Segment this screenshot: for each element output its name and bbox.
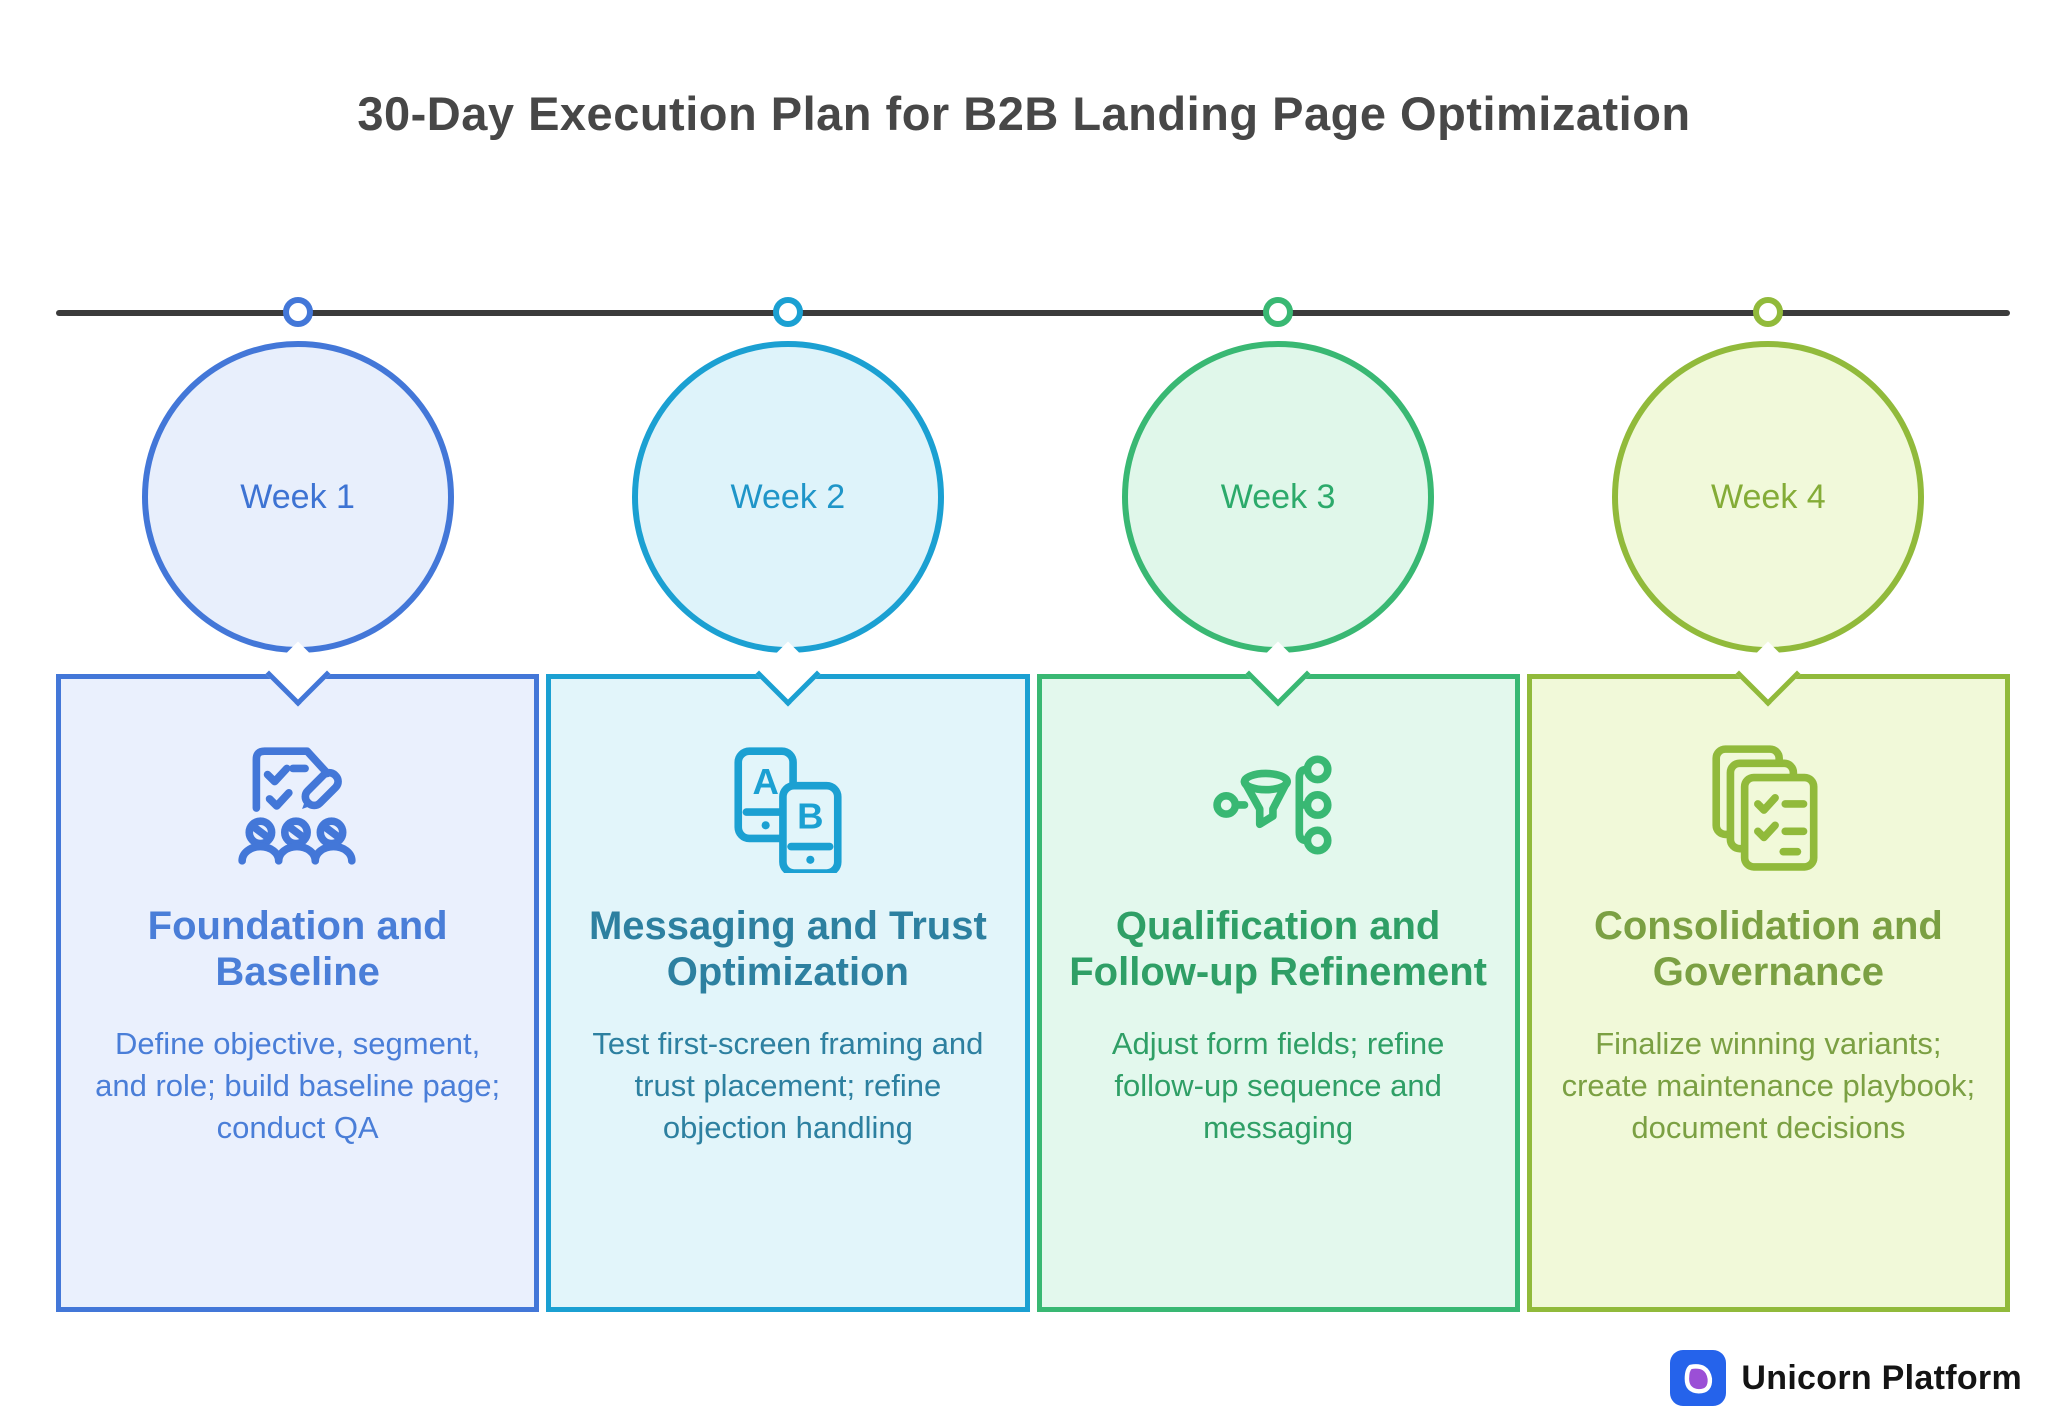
timeline-node-3 bbox=[1263, 297, 1294, 327]
stacked-checklists-icon bbox=[1702, 741, 1834, 873]
card-title: Foundation and Baseline bbox=[147, 904, 448, 994]
unicorn-platform-logo-icon bbox=[1670, 1350, 1727, 1406]
week-column-3: Week 3 Quali bbox=[1036, 297, 1520, 1312]
week-column-1: Week 1 bbox=[56, 297, 540, 1312]
card-title: Messaging and Trust Optimization bbox=[588, 904, 987, 994]
funnel-branch-icon bbox=[1212, 741, 1344, 873]
page-title: 30-Day Execution Plan for B2B Landing Pa… bbox=[357, 87, 1691, 140]
week-column-4: Week 4 Consolidation and bbox=[1526, 297, 2010, 1312]
week-2-label: Week 2 bbox=[730, 477, 846, 516]
week-3-card: Qualification and Follow-up Refinement A… bbox=[1036, 641, 1520, 1312]
card-title: Consolidation and Governance bbox=[1593, 904, 1943, 994]
week-1-label: Week 1 bbox=[240, 477, 355, 516]
week-1-circle: Week 1 bbox=[141, 341, 454, 653]
svg-text:A: A bbox=[752, 761, 778, 802]
week-4-card: Consolidation and Governance Finalize wi… bbox=[1526, 641, 2010, 1312]
svg-text:B: B bbox=[797, 795, 823, 836]
timeline-node-1 bbox=[282, 297, 313, 327]
timeline-line bbox=[56, 310, 2010, 316]
card-description: Adjust form fields; refine follow-up seq… bbox=[1111, 1026, 1445, 1145]
ab-test-phones-icon: A B bbox=[722, 741, 854, 877]
weeks-row: Week 1 bbox=[56, 297, 2010, 1312]
timeline-node-2 bbox=[772, 297, 803, 327]
week-4-circle: Week 4 bbox=[1612, 341, 1925, 653]
brand-badge[interactable]: Unicorn Platform bbox=[1670, 1350, 2022, 1406]
week-2-circle: Week 2 bbox=[631, 341, 944, 653]
card-title: Qualification and Follow-up Refinement bbox=[1069, 904, 1487, 994]
week-3-circle: Week 3 bbox=[1122, 341, 1435, 653]
card-description: Finalize winning variants; create mainte… bbox=[1561, 1026, 1976, 1145]
week-4-label: Week 4 bbox=[1711, 477, 1826, 516]
timeline-node-4 bbox=[1753, 297, 1784, 327]
brand-name: Unicorn Platform bbox=[1741, 1358, 2022, 1397]
card-description: Test first-screen framing and trust plac… bbox=[592, 1026, 984, 1145]
week-1-card: Foundation and Baseline Define objective… bbox=[56, 641, 540, 1312]
week-3-label: Week 3 bbox=[1220, 477, 1336, 516]
week-2-card: A B Messaging and Trust Optimization Tes… bbox=[546, 641, 1030, 1312]
checklist-people-icon bbox=[232, 741, 364, 873]
card-description: Define objective, segment, and role; bui… bbox=[95, 1026, 501, 1145]
week-column-2: Week 2 A B Messaging and Tr bbox=[546, 297, 1030, 1312]
